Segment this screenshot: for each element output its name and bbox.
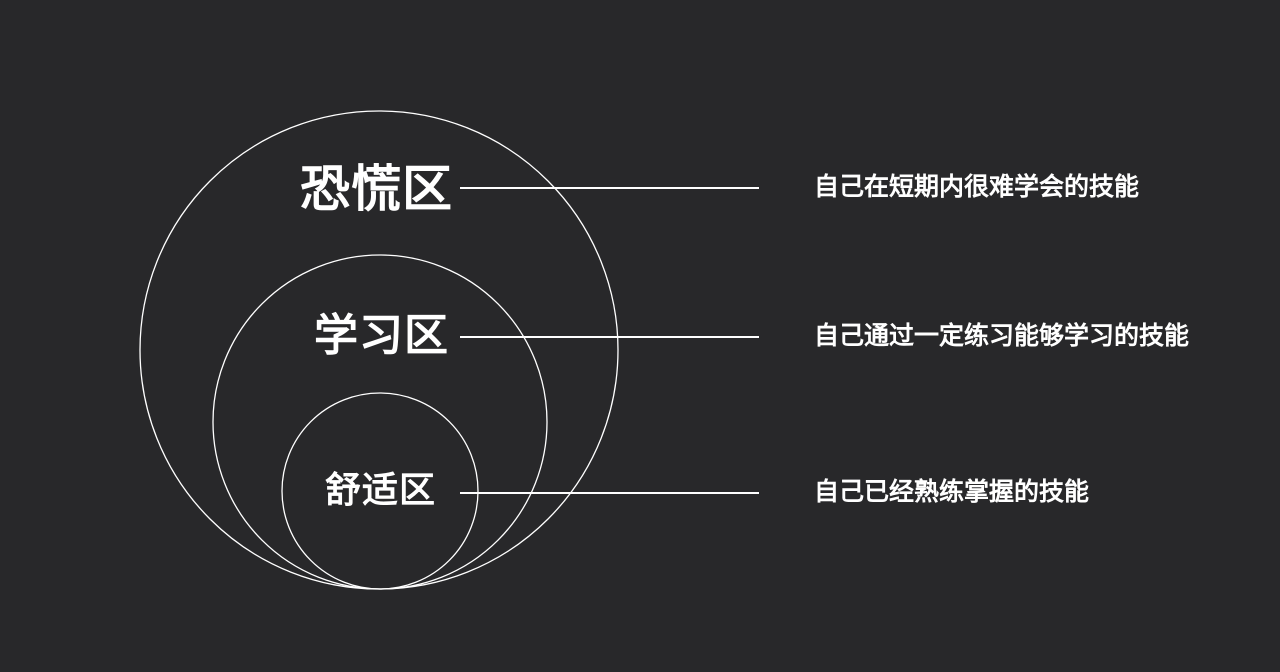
panic-zone-description: 自己在短期内很难学会的技能: [814, 172, 1140, 201]
learning-zone-label: 学习区: [314, 310, 449, 361]
comfort-zone-description: 自己已经熟练掌握的技能: [814, 477, 1090, 506]
learning-zone-description: 自己通过一定练习能够学习的技能: [814, 321, 1190, 350]
comfort-zone-circle: [281, 392, 479, 590]
panic-zone-label: 恐慌区: [300, 160, 453, 218]
learning-zone-circle: [212, 254, 548, 590]
comfort-zone-label: 舒适区: [325, 470, 437, 511]
